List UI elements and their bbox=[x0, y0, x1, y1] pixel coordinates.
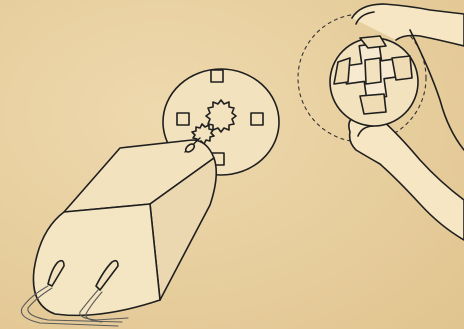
cross-shaft-icon bbox=[330, 36, 418, 126]
